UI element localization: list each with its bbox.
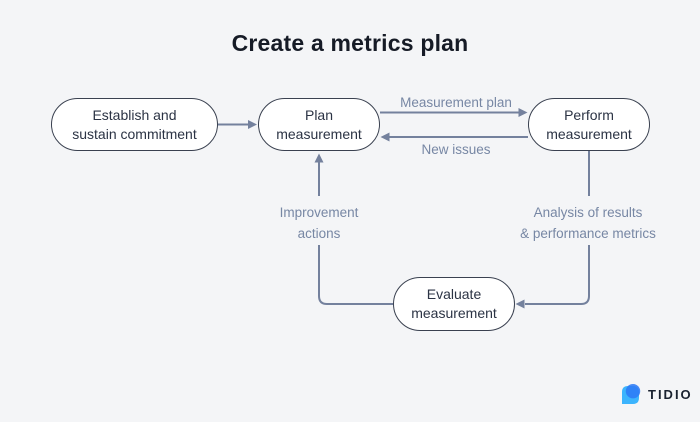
edge-label-analysis-of-results: Analysis of results & performance metric… [520,205,656,241]
node-establish-label: Establish and sustain commitment [72,106,197,142]
arrowhead-perform-to-plan [380,132,390,142]
node-evaluate-label: Evaluate measurement [411,286,497,321]
edge-label-measurement-plan: Measurement plan [400,95,512,110]
node-plan-measurement: Plan measurement [258,98,380,151]
edge-analysis-to-evaluate [525,245,590,305]
tidio-logo: TIDIO [619,383,693,405]
tidio-chat-bubble-icon [622,384,641,404]
tidio-logo-text: TIDIO [648,386,693,402]
edge-label-new-issues: New issues [421,142,491,157]
arrowhead-analysis-to-evaluate [515,299,525,309]
node-establish-commitment: Establish and sustain commitment [51,98,218,151]
node-perform-label: Perform measurement [546,106,632,142]
arrowhead-establish-to-plan [248,120,257,129]
arrowhead-plan-to-perform [518,108,528,117]
edge-evaluate-to-improvement [318,245,393,305]
node-plan-label: Plan measurement [276,106,362,142]
arrowhead-improvement-to-plan [314,153,324,163]
node-evaluate-measurement: Evaluate measurement [393,277,515,331]
node-perform-measurement: Perform measurement [528,98,650,151]
page-title: Create a metrics plan [231,30,469,56]
edge-label-improvement-actions: Improvement actions [279,205,359,241]
